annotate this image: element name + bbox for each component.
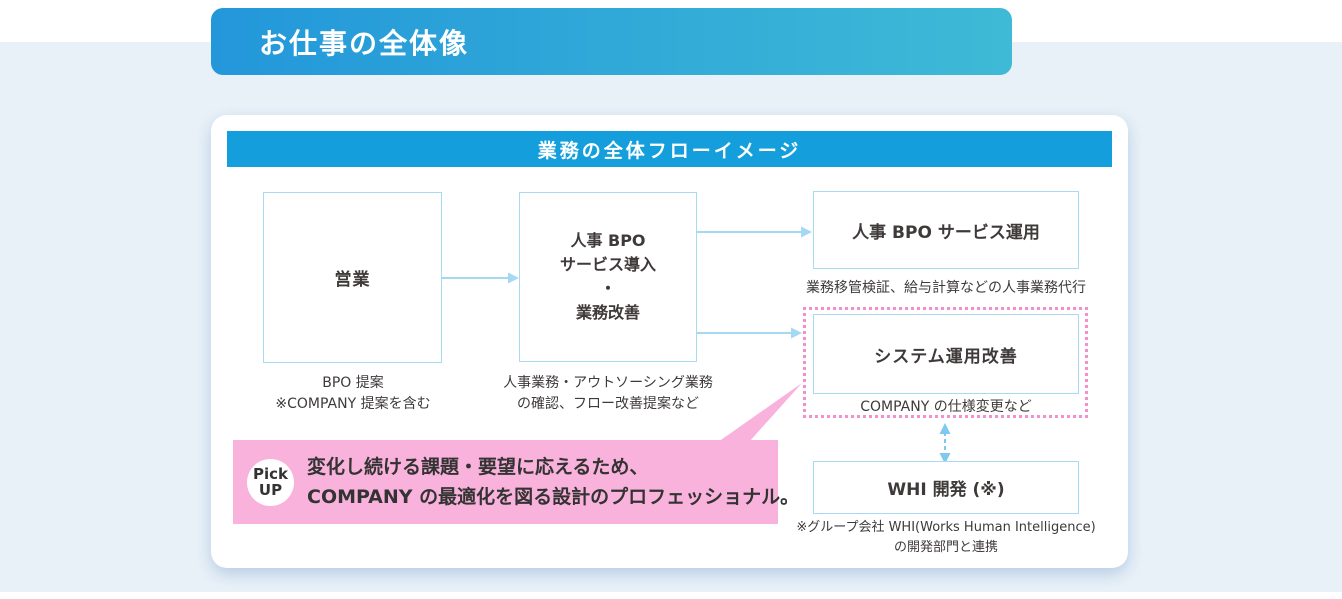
system-highlight-frame xyxy=(803,307,1088,418)
intro-box-label-line4: 業務改善 xyxy=(575,303,640,322)
system-box-label: システム運用改善 xyxy=(874,346,1018,367)
whi-box-label: WHI 開発 (※) xyxy=(887,480,1005,500)
pickup-badge-line1: Pick xyxy=(252,465,288,483)
intro-box-label-line1: 人事 BPO xyxy=(570,231,646,250)
arrow-intro-to-operation-icon xyxy=(697,226,812,238)
intro-caption-line1: 人事業務・アウトソーシング業務 xyxy=(503,375,713,391)
operation-caption: 業務移管検証、給与計算などの人事業務代行 xyxy=(806,280,1086,296)
pickup-badge-line2: UP xyxy=(258,481,283,499)
diagram-title: 業務の全体フローイメージ xyxy=(537,139,802,162)
system-caption: COMPANY の仕様変更など xyxy=(860,399,1032,415)
section-banner: お仕事の全体像 xyxy=(211,8,1012,75)
arrow-system-whi-bidirectional-icon xyxy=(939,423,951,464)
arrow-intro-to-system-icon xyxy=(697,327,802,339)
whi-caption-line2: の開発部門と連携 xyxy=(893,540,998,555)
intro-box-label-line3: ・ xyxy=(599,279,616,298)
operation-box: 人事 BPO サービス運用 xyxy=(813,191,1079,269)
pickup-badge: Pick UP xyxy=(247,458,294,506)
pickup-text-line2: COMPANY の最適化を図る設計のプロフェッショナル。 xyxy=(307,486,800,508)
operation-box-label: 人事 BPO サービス運用 xyxy=(852,222,1040,243)
bottom-white-strip xyxy=(0,592,1342,599)
sales-caption-line2: ※COMPANY 提案を含む xyxy=(275,396,431,412)
flow-diagram-card: 業務の全体フローイメージ 営業 BPO 提案 ※COMPANY 提案を含む 人事… xyxy=(211,115,1128,568)
pickup-text: 変化し続ける課題・要望に応えるため、 COMPANY の最適化を図る設計のプロフ… xyxy=(307,452,799,512)
arrow-sales-to-intro-icon xyxy=(442,272,519,284)
section-title: お仕事の全体像 xyxy=(259,26,470,60)
diagram-header: 業務の全体フローイメージ xyxy=(227,131,1112,167)
system-box: システム運用改善 xyxy=(813,314,1079,394)
whi-box: WHI 開発 (※) xyxy=(813,461,1079,514)
intro-box-label-line2: サービス導入 xyxy=(559,255,656,274)
intro-caption-line2: の確認、フロー改善提案など xyxy=(516,396,699,412)
sales-caption-line1: BPO 提案 xyxy=(322,375,384,391)
intro-box: 人事 BPO サービス導入 ・ 業務改善 xyxy=(519,192,697,362)
pickup-text-line1: 変化し続ける課題・要望に応えるため、 xyxy=(307,456,649,478)
callout-pointer-triangle xyxy=(718,383,802,442)
sales-box-label: 営業 xyxy=(334,270,371,290)
whi-caption: ※グループ会社 WHI(Works Human Intelligence) の開… xyxy=(796,518,1095,558)
sales-caption: BPO 提案 ※COMPANY 提案を含む xyxy=(275,373,430,415)
pickup-callout: Pick UP 変化し続ける課題・要望に応えるため、 COMPANY の最適化を… xyxy=(233,440,799,524)
intro-caption: 人事業務・アウトソーシング業務 の確認、フロー改善提案など xyxy=(503,373,713,415)
sales-box: 営業 xyxy=(263,192,442,363)
whi-caption-line1: ※グループ会社 WHI(Works Human Intelligence) xyxy=(796,520,1096,535)
